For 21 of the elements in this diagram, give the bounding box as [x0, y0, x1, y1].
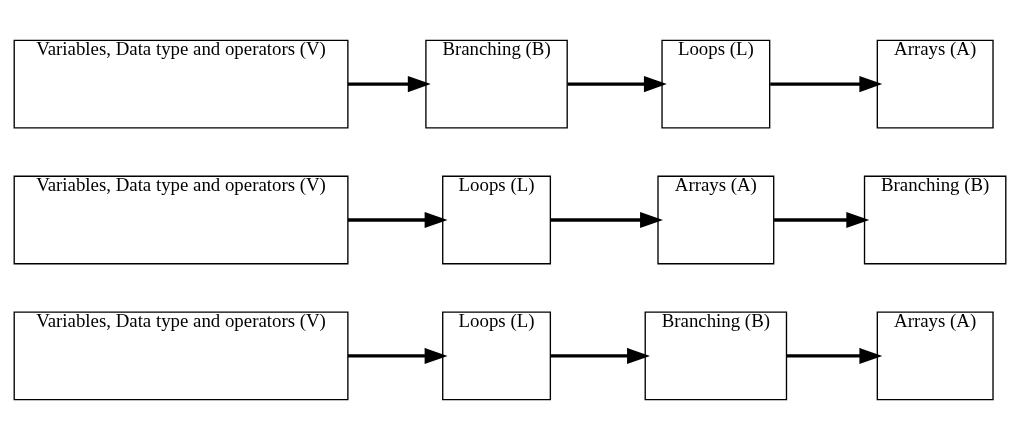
node-box: Variables, Data type and operators (V)	[13, 39, 349, 129]
node-box: Arrays (A)	[876, 39, 994, 129]
arrow	[550, 347, 650, 364]
node-box: Branching (B)	[863, 175, 1007, 265]
node-box: Variables, Data type and operators (V)	[13, 175, 349, 265]
node-box: Loops (L)	[442, 175, 552, 265]
arrow	[770, 76, 883, 93]
node-box: Branching (B)	[425, 39, 568, 129]
arrow	[786, 347, 883, 364]
node-box: Variables, Data type and operators (V)	[13, 311, 349, 401]
node-box: Arrays (A)	[876, 311, 994, 401]
arrow	[550, 212, 663, 228]
arrow	[567, 76, 667, 93]
node-box: Loops (L)	[442, 311, 552, 401]
node-box: Branching (B)	[644, 311, 788, 401]
node-box: Loops (L)	[661, 39, 771, 129]
arrow	[347, 212, 448, 228]
node-box: Arrays (A)	[657, 175, 775, 265]
arrow	[774, 212, 870, 228]
arrow	[347, 76, 431, 93]
arrow	[347, 347, 448, 364]
